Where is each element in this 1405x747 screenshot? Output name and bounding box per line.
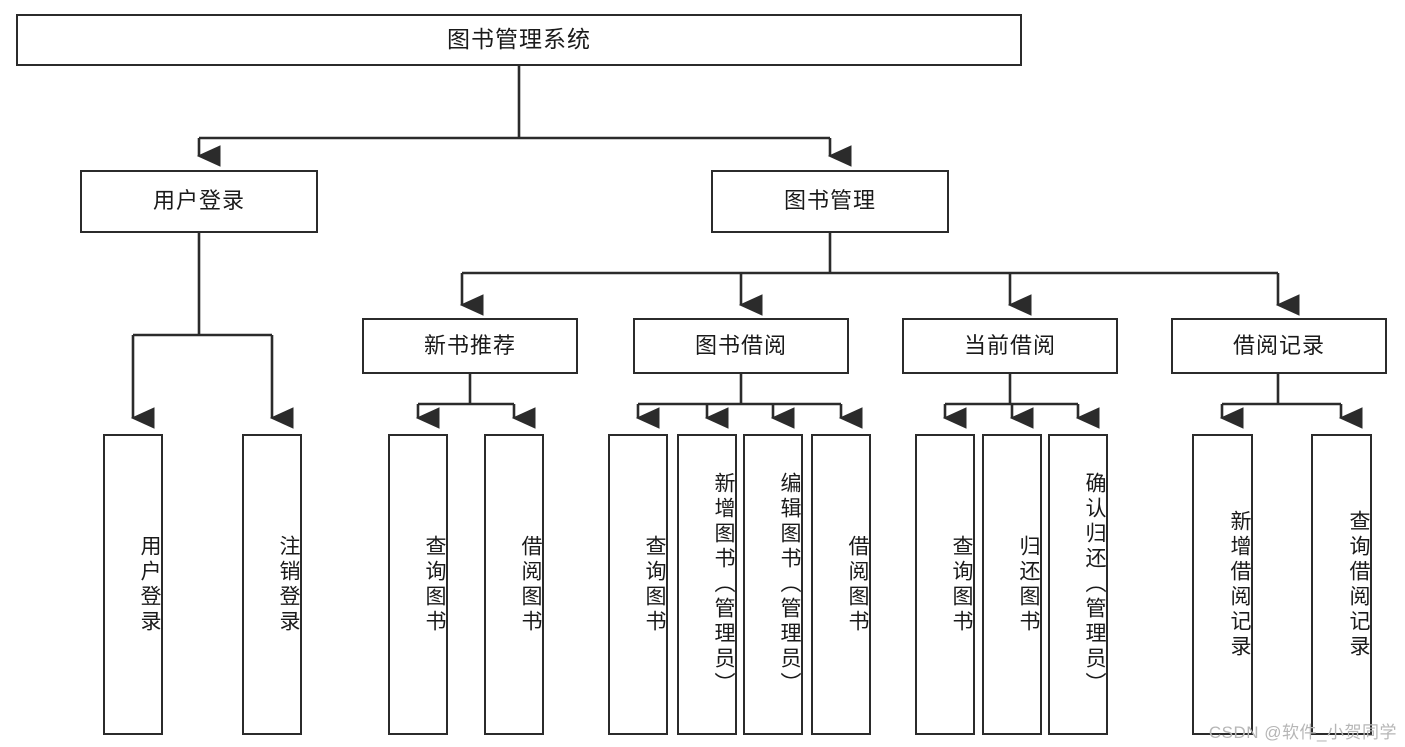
- leaf-borrow-borrow-book[interactable]: 借阅图书: [811, 434, 871, 735]
- leaf-new-book-query[interactable]: 查询图书: [388, 434, 448, 735]
- leaf-user-login-signout[interactable]: 注销登录: [242, 434, 302, 735]
- leaf-current-confirm-return-admin[interactable]: 确认归还（管理员）: [1048, 434, 1108, 735]
- node-root[interactable]: 图书管理系统: [16, 14, 1022, 66]
- node-book-management[interactable]: 图书管理: [711, 170, 949, 233]
- leaf-borrow-edit-book-admin[interactable]: 编辑图书（管理员）: [743, 434, 803, 735]
- node-new-book-recommend[interactable]: 新书推荐: [362, 318, 578, 374]
- node-user-login[interactable]: 用户登录: [80, 170, 318, 233]
- watermark: CSDN @软件_小贺同学: [1208, 723, 1397, 742]
- leaf-borrow-add-book-admin[interactable]: 新增图书（管理员）: [677, 434, 737, 735]
- leaf-record-add[interactable]: 新增借阅记录: [1192, 434, 1253, 735]
- leaf-current-query-book[interactable]: 查询图书: [915, 434, 975, 735]
- leaf-borrow-query-book[interactable]: 查询图书: [608, 434, 668, 735]
- leaf-current-return-book[interactable]: 归还图书: [982, 434, 1042, 735]
- leaf-new-book-borrow[interactable]: 借阅图书: [484, 434, 544, 735]
- node-borrow-record[interactable]: 借阅记录: [1171, 318, 1387, 374]
- node-current-borrow[interactable]: 当前借阅: [902, 318, 1118, 374]
- leaf-user-login-signin[interactable]: 用户登录: [103, 434, 163, 735]
- node-book-borrow[interactable]: 图书借阅: [633, 318, 849, 374]
- leaf-record-query[interactable]: 查询借阅记录: [1311, 434, 1372, 735]
